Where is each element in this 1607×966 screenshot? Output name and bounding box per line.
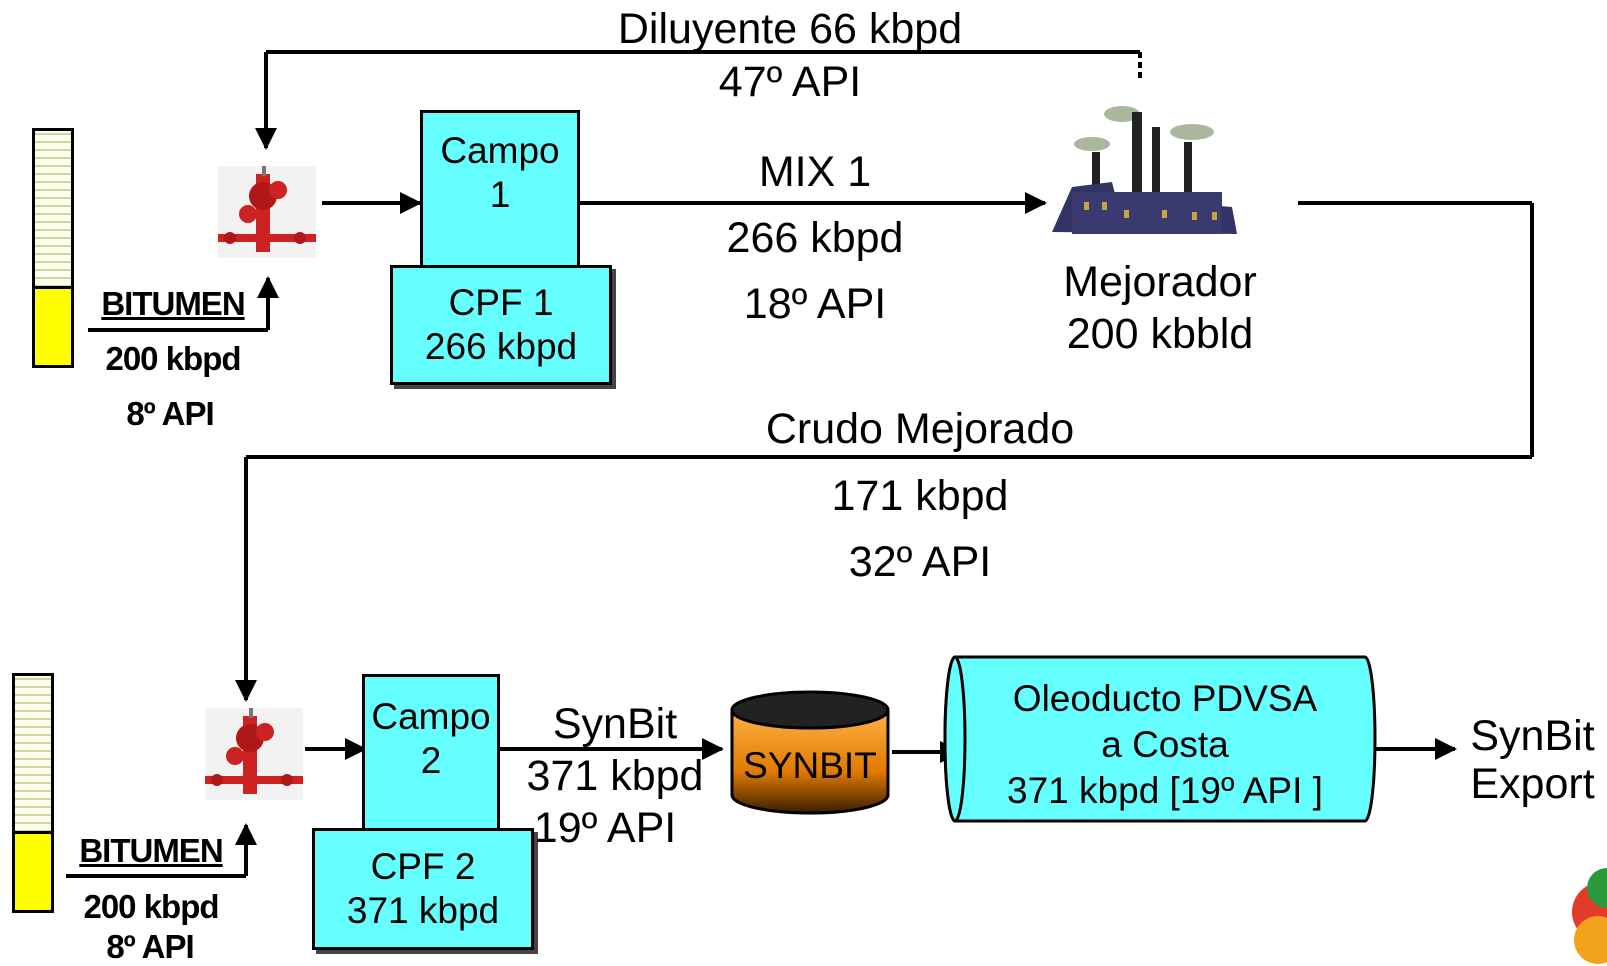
wellhead-icon bbox=[205, 708, 303, 800]
export-label: SynBit Export bbox=[1470, 712, 1595, 808]
mix1-name: MIX 1 bbox=[758, 148, 872, 196]
mix1-rate: 266 kbpd bbox=[726, 214, 904, 262]
storage-tank-icon bbox=[730, 690, 890, 815]
mix1-api: 18º API bbox=[743, 280, 887, 328]
campo2-box: Campo 2 bbox=[362, 674, 500, 834]
cpf2-box: CPF 2 371 kbpd bbox=[312, 828, 534, 950]
diluyente-label: Diluyente 66 kbpd bbox=[617, 5, 963, 53]
bitumen1-name: BITUMEN bbox=[101, 285, 245, 322]
bitumen1-rate: 200 kbpd bbox=[105, 340, 241, 377]
crudo-name: Crudo Mejorado bbox=[765, 405, 1075, 453]
logo-icon bbox=[1572, 868, 1607, 964]
diluyente-line bbox=[255, 50, 1142, 150]
crudo-rate: 171 kbpd bbox=[831, 472, 1009, 520]
refinery-icon bbox=[1052, 106, 1237, 234]
wellhead-icon bbox=[218, 166, 316, 258]
oleoducto-label: Oleoducto PDVSA a Costa 371 kbpd [19º AP… bbox=[1007, 678, 1323, 811]
bitumen1-line bbox=[88, 276, 279, 332]
bitumen2-rate: 200 kbpd bbox=[83, 888, 219, 925]
bitumen2-line bbox=[66, 823, 257, 878]
oleoducto-pipe bbox=[943, 655, 1377, 823]
synbit-rate: 371 kbpd bbox=[526, 752, 704, 800]
bitumen2-name: BITUMEN bbox=[79, 832, 223, 869]
bitumen-tank-1 bbox=[32, 128, 74, 368]
cpf1-box: CPF 1 266 kbpd bbox=[390, 265, 612, 385]
bitumen2-api: 8º API bbox=[106, 928, 194, 965]
mejorador-name: Mejorador bbox=[1063, 258, 1257, 306]
crudo-api: 32º API bbox=[848, 538, 992, 586]
synbit-name: SynBit bbox=[552, 700, 678, 748]
synbit-api: 19º API bbox=[533, 804, 677, 852]
synbit-tank-label: SYNBIT bbox=[743, 745, 877, 786]
mejorador-capacity: 200 kbbld bbox=[1066, 310, 1254, 358]
diluyente-api: 47º API bbox=[718, 58, 862, 106]
campo1-box: Campo 1 bbox=[420, 110, 580, 270]
crudo-mejorado-line bbox=[235, 201, 1534, 702]
bitumen1-api: 8º API bbox=[126, 395, 214, 432]
bitumen-tank-2 bbox=[12, 673, 54, 913]
